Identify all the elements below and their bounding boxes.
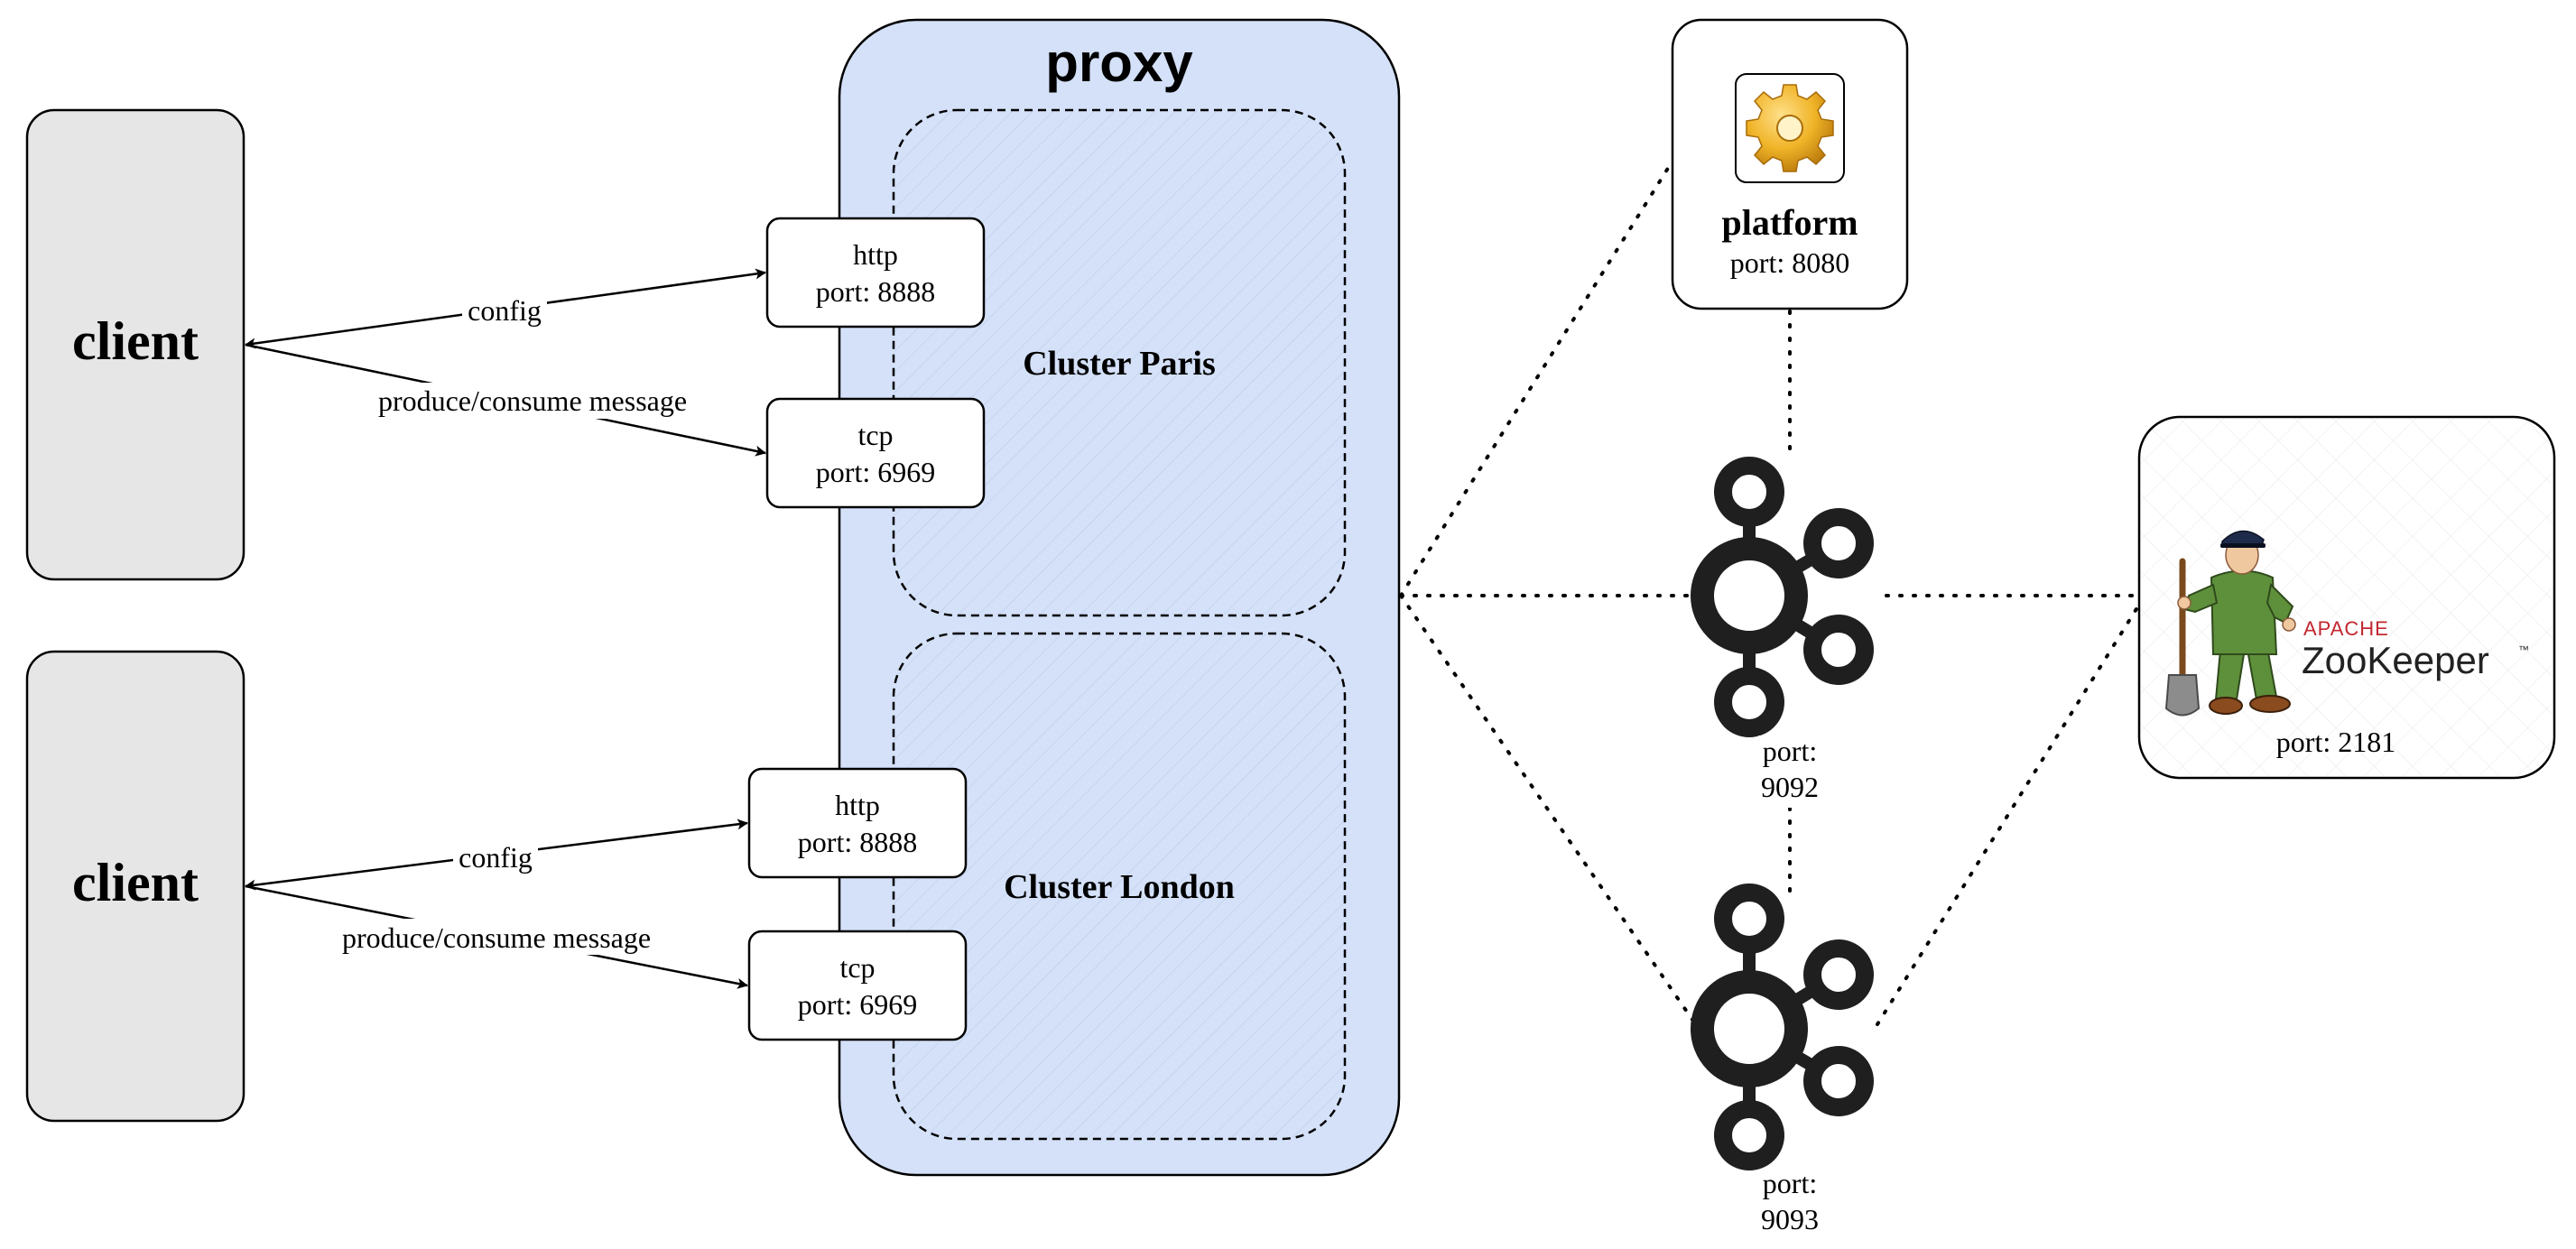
edge-labels: config produce/consume message config pr… xyxy=(329,291,700,955)
client-london-label: client xyxy=(72,853,199,912)
link-proxy-kafka-9093 xyxy=(1399,594,1700,1031)
kafka-broker-9093: port: 9093 xyxy=(1691,884,1874,1235)
kafka-9092-port-number: 9092 xyxy=(1761,771,1819,803)
dotted-connections xyxy=(1399,161,2141,1031)
platform-port: port: 8080 xyxy=(1730,246,1849,279)
london-message-label: produce/consume message xyxy=(342,921,651,954)
kafka-icon xyxy=(1691,457,1874,737)
cluster-paris: Cluster Paris xyxy=(892,108,1347,617)
proxy-title: proxy xyxy=(1045,32,1193,93)
zookeeper-name-label: ZooKeeper xyxy=(2302,639,2489,681)
link-kafka-9093-zookeeper xyxy=(1876,603,2141,1026)
london-tcp-port: port: 6969 xyxy=(798,988,917,1021)
cluster-paris-label: Cluster Paris xyxy=(1023,345,1216,383)
zookeeper-mascot-icon xyxy=(2164,530,2296,717)
paris-tcp-listener: tcp port: 6969 xyxy=(765,397,986,509)
london-tcp-protocol: tcp xyxy=(839,951,875,984)
zookeeper-node: APACHE ZooKeeper ™ port: 2181 xyxy=(2137,415,2556,780)
paris-http-listener: http port: 8888 xyxy=(765,217,986,328)
paris-message-label: produce/consume message xyxy=(378,384,687,417)
cluster-london-label: Cluster London xyxy=(1004,868,1235,906)
platform-label: platform xyxy=(1721,202,1858,243)
paris-http-protocol: http xyxy=(853,238,898,271)
paris-config-label: config xyxy=(468,294,542,327)
paris-tcp-port: port: 6969 xyxy=(816,456,935,488)
london-http-port: port: 8888 xyxy=(798,826,917,858)
client-edges xyxy=(245,268,766,989)
london-http-protocol: http xyxy=(835,789,880,821)
client-london: client xyxy=(25,650,246,1123)
proxy-container: proxy Cluster Paris Cluster London http … xyxy=(747,18,1401,1177)
zookeeper-tm: ™ xyxy=(2518,643,2529,656)
zookeeper-apache-label: APACHE xyxy=(2303,617,2389,640)
client-paris: client xyxy=(25,108,246,581)
zookeeper-port: port: 2181 xyxy=(2276,726,2395,758)
kafka-9093-port-number: 9093 xyxy=(1761,1203,1819,1235)
kafka-icon xyxy=(1691,884,1874,1170)
link-proxy-platform xyxy=(1399,161,1673,597)
client-paris-label: client xyxy=(72,311,199,371)
london-http-listener: http port: 8888 xyxy=(747,767,968,879)
london-config-label: config xyxy=(459,841,533,874)
kafka-9092-port-label: port: xyxy=(1763,735,1817,767)
platform-node: platform port: 8080 xyxy=(1671,18,1909,310)
kafka-9093-port-label: port: xyxy=(1763,1167,1817,1199)
paris-http-port: port: 8888 xyxy=(816,275,935,308)
gear-icon xyxy=(1746,84,1834,172)
paris-tcp-protocol: tcp xyxy=(857,419,893,451)
london-tcp-listener: tcp port: 6969 xyxy=(747,930,968,1041)
kafka-broker-9092: port: 9092 xyxy=(1691,457,1874,808)
cluster-london: Cluster London xyxy=(892,632,1347,1141)
